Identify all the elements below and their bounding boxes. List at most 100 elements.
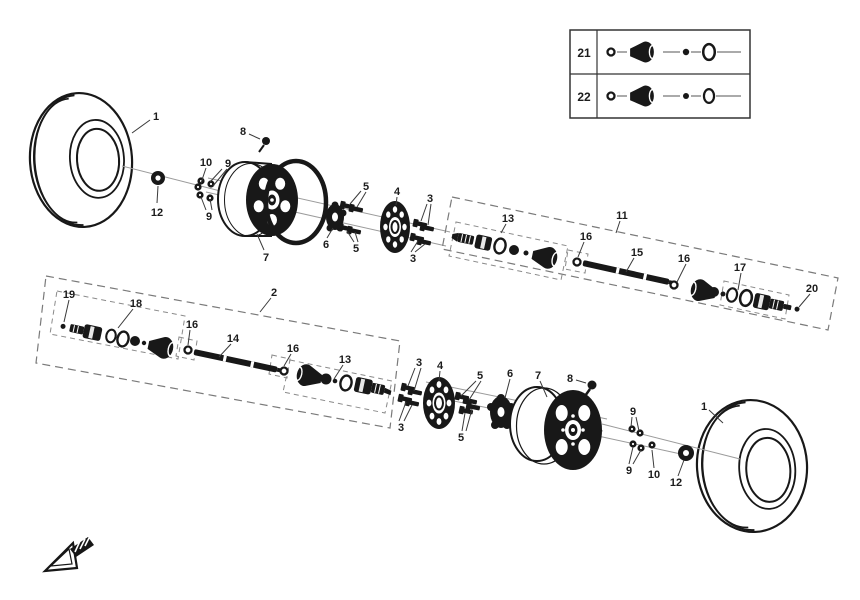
ball-icon — [320, 373, 332, 385]
o-ring-icon — [724, 286, 740, 304]
lug-nut-icon — [628, 425, 636, 433]
front-wheel-rim — [217, 158, 329, 246]
cv-boot-icon — [145, 332, 178, 362]
legend-ref: 22 — [577, 90, 591, 104]
callout-lug-nut: 9 — [206, 211, 212, 223]
ball-icon — [682, 48, 690, 56]
o-ring-icon — [737, 287, 755, 309]
callout-rear-axle-box: 2 — [271, 287, 277, 299]
callout-lug-nut: 9 — [626, 465, 632, 477]
rear-wheel-rim — [509, 386, 602, 470]
callout-rim: 7 — [535, 370, 541, 382]
clamp-ring-icon — [279, 366, 289, 376]
cv-joint-inner-rear — [60, 323, 103, 341]
callout-valve-stem: 8 — [567, 373, 573, 385]
callout-front-axle-box: 11 — [616, 210, 628, 222]
front-direction-icon — [42, 537, 94, 573]
valve-stem-icon — [262, 137, 270, 145]
clamp-ring-icon — [669, 280, 679, 290]
leader-lines — [63, 119, 811, 477]
callout-clamp-ring: 16 — [678, 253, 690, 265]
callout-disc-bolt: 3 — [398, 422, 404, 434]
front-axle-dashed-box — [441, 196, 839, 331]
legend-row-boot-kit-21: 21 — [577, 40, 741, 64]
o-ring-icon — [491, 236, 509, 256]
callout-outer-joint: 13 — [502, 213, 514, 225]
legend-ref: 21 — [577, 46, 591, 60]
callout-front-shaft: 15 — [631, 247, 643, 259]
ball-icon — [509, 245, 519, 255]
callout-disc-bolt: 3 — [416, 357, 422, 369]
o-ring-icon — [114, 329, 132, 349]
o-ring-icon — [104, 327, 118, 345]
clamp-ring-icon — [606, 47, 616, 57]
callout-hub-bolt: 5 — [363, 181, 369, 193]
rear-axle-dashed-box — [35, 275, 401, 429]
rear-wheel-hub — [487, 394, 515, 429]
callout-axle-nut: 12 — [670, 477, 682, 489]
front-wheel-assembly — [151, 137, 435, 253]
o-ring-icon — [701, 42, 717, 62]
callout-brake-disc: 4 — [394, 186, 401, 198]
callout-lug-nut-alt: 10 — [648, 469, 660, 481]
hub-bolt-icon — [346, 225, 362, 237]
small-ball-icon — [332, 378, 338, 384]
lug-nut-icon — [629, 440, 637, 448]
callout-axle-nut: 12 — [151, 207, 163, 219]
rear-tire — [695, 398, 809, 534]
small-ball-icon — [141, 340, 147, 346]
callout-lug-nut: 9 — [225, 158, 231, 170]
callout-brake-disc: 4 — [437, 360, 444, 372]
legend-table: 21 22 — [569, 29, 751, 119]
callout-clamp-ring: 16 — [580, 231, 592, 243]
o-ring-icon — [702, 87, 716, 105]
callout-lug-nut-alt: 10 — [200, 157, 212, 169]
callout-labels: 1 12 10 9 9 8 7 6 5 5 4 3 3 13 11 16 15 … — [63, 111, 818, 489]
rim-ring — [263, 158, 329, 246]
callout-pin: 19 — [63, 289, 75, 301]
lug-nut-icon — [636, 429, 644, 437]
hub-bolt-icon — [348, 203, 364, 215]
lug-nut-icon — [196, 191, 204, 199]
ball-icon — [683, 93, 689, 99]
clamp-ring-icon — [183, 345, 193, 355]
small-ball-icon — [720, 291, 726, 297]
ball-icon — [130, 336, 140, 346]
callout-clamp-ring: 16 — [186, 319, 198, 331]
cv-joint-outer-front — [451, 232, 493, 251]
small-ball-icon — [523, 250, 529, 256]
rear-drive-shaft — [193, 349, 284, 373]
cv-joint-outer-rear — [353, 377, 392, 396]
cv-joint-inner-front — [752, 293, 800, 312]
lug-nut-icon — [648, 441, 656, 449]
clamp-ring-icon — [606, 91, 616, 101]
callout-inner-joint: 18 — [130, 298, 142, 310]
rear-wheel-assembly — [397, 377, 694, 470]
front-drive-shaft — [582, 260, 676, 286]
cv-boot-icon — [529, 242, 562, 272]
ball-icon — [709, 287, 719, 297]
callout-disc-bolt: 3 — [410, 253, 416, 265]
front-axle-assembly — [451, 232, 800, 312]
callout-outer-joint: 13 — [339, 354, 351, 366]
callout-hub: 6 — [323, 239, 329, 251]
callout-inner-rings: 17 — [734, 262, 746, 274]
front-tire — [28, 91, 134, 229]
callout-hub-bolt: 5 — [458, 432, 464, 444]
callout-hub: 6 — [507, 368, 513, 380]
legend-row-boot-kit-22: 22 — [577, 84, 741, 108]
callout-disc-bolt: 3 — [427, 193, 433, 205]
callout-lug-nut: 9 — [630, 406, 636, 418]
callout-clamp-ring: 16 — [287, 343, 299, 355]
callout-rear-shaft: 14 — [227, 333, 240, 345]
valve-stem-icon — [587, 380, 597, 390]
callout-hub-bolt: 5 — [353, 243, 359, 255]
callout-valve-stem: 8 — [240, 126, 246, 138]
callout-pin: 20 — [806, 283, 818, 295]
callout-hub-bolt: 5 — [477, 370, 483, 382]
callout-tire: 1 — [153, 111, 159, 123]
rear-axle-assembly — [60, 323, 392, 396]
callout-tire: 1 — [701, 401, 707, 413]
